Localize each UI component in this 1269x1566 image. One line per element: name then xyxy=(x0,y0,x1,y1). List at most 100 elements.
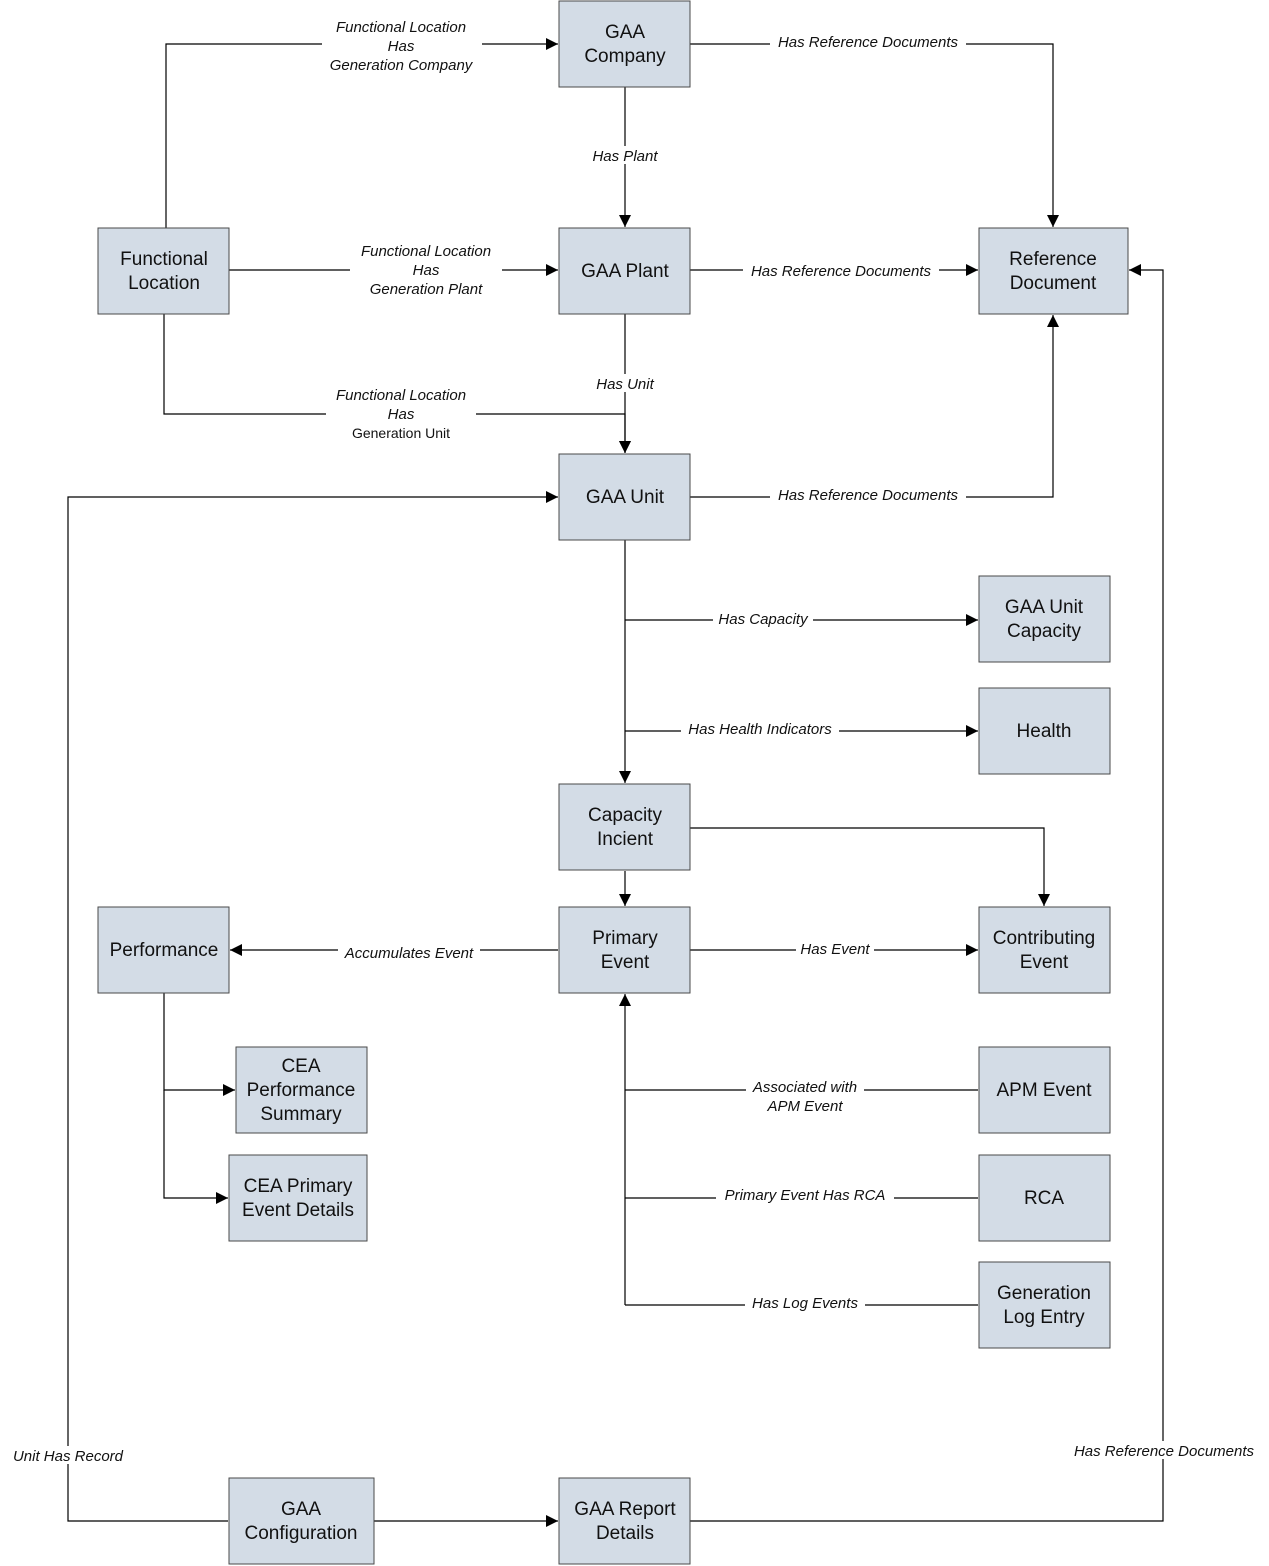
label-line: Has xyxy=(388,38,415,55)
node-gaa-configuration[interactable]: GAA Configuration xyxy=(228,1477,375,1565)
edge-primary-event-rca: Primary Event Has RCA xyxy=(625,1187,978,1205)
label-line: Unit Has Record xyxy=(13,1448,124,1465)
label-line: Primary Event Has RCA xyxy=(725,1187,886,1204)
label-line: Contributing xyxy=(993,928,1095,949)
label-line: RCA xyxy=(1024,1188,1064,1209)
label-line: Summary xyxy=(260,1104,342,1125)
label-line: GAA Unit xyxy=(586,487,665,508)
edge-plant-ref-docs: Has Reference Documents xyxy=(690,261,978,280)
edge-label-has-capacity: Has Capacity xyxy=(718,611,809,628)
edge-performance-to-details xyxy=(163,1090,228,1204)
label-line: Generation Plant xyxy=(370,281,483,298)
node-label-gaa-plant: GAA Plant xyxy=(581,261,669,282)
edge-label-has-log-events: Has Log Events xyxy=(752,1295,858,1312)
edge-has-log-events: Has Log Events xyxy=(625,1294,978,1312)
edge-performance-to-summary xyxy=(163,993,235,1096)
edge-unit-ref-docs: Has Reference Documents xyxy=(690,315,1059,504)
edge-report-ref-docs: Has Reference Documents xyxy=(690,264,1264,1522)
label-line: Event xyxy=(601,952,650,973)
label-line: Has Unit xyxy=(596,376,654,393)
label-line: Health xyxy=(1017,721,1072,742)
node-apm-event[interactable]: APM Event xyxy=(978,1046,1111,1134)
node-label-rca: RCA xyxy=(1024,1188,1064,1209)
node-label-gaa-unit: GAA Unit xyxy=(586,487,665,508)
label-line: Configuration xyxy=(244,1523,357,1544)
edge-has-capacity: Has Capacity xyxy=(625,611,978,629)
edge-has-unit: Has Unit xyxy=(590,314,660,453)
edge-label-has-event: Has Event xyxy=(800,941,870,958)
label-line: Event Details xyxy=(242,1200,354,1221)
label-line: Has Reference Documents xyxy=(778,34,959,51)
label-line: Performance xyxy=(247,1080,356,1101)
node-label-apm-event: APM Event xyxy=(996,1080,1092,1101)
label-line: CEA Primary xyxy=(244,1176,353,1197)
label-line: CEA xyxy=(281,1056,320,1077)
label-line: Details xyxy=(596,1523,654,1544)
edge-label-company-ref-docs: Has Reference Documents xyxy=(778,34,959,51)
label-line: Generation xyxy=(997,1283,1091,1304)
edge-capacity-to-contributing xyxy=(690,827,1050,906)
label-line: Associated with xyxy=(752,1079,857,1096)
label-line: Capacity xyxy=(588,805,662,826)
node-performance[interactable]: Performance xyxy=(97,906,230,994)
label-line: Company xyxy=(584,46,666,67)
label-line: Generation Unit xyxy=(352,425,450,441)
edge-label-accumulates-event: Accumulates Event xyxy=(344,945,474,962)
edge-label-has-health-indicators: Has Health Indicators xyxy=(688,721,832,738)
edge-label-primary-event-rca: Primary Event Has RCA xyxy=(725,1187,886,1204)
node-gaa-plant[interactable]: GAA Plant xyxy=(558,227,691,315)
label-line: Functional Location xyxy=(336,387,466,404)
label-line: Has xyxy=(388,406,415,423)
edge-accumulates-event: Accumulates Event xyxy=(230,943,558,962)
label-line: Capacity xyxy=(1007,621,1081,642)
node-label-gaa-configuration: GAA Configuration xyxy=(244,1499,357,1544)
label-line: Location xyxy=(128,273,200,294)
label-line: Has xyxy=(413,262,440,279)
label-line: Document xyxy=(1010,273,1097,294)
label-line: Functional Location xyxy=(336,19,466,36)
node-label-health: Health xyxy=(1017,721,1072,742)
label-line: Accumulates Event xyxy=(344,945,474,962)
node-health[interactable]: Health xyxy=(978,687,1111,775)
label-line: GAA xyxy=(281,1499,321,1520)
node-rca[interactable]: RCA xyxy=(978,1154,1111,1242)
edge-label-has-plant: Has Plant xyxy=(592,148,658,165)
label-line: Has Capacity xyxy=(718,611,809,628)
node-label-performance: Performance xyxy=(110,940,219,961)
label-line: Reference xyxy=(1009,249,1097,270)
label-line: GAA Plant xyxy=(581,261,669,282)
edge-label-unit-ref-docs: Has Reference Documents xyxy=(778,487,959,504)
node-gaa-unit[interactable]: GAA Unit xyxy=(558,453,691,541)
label-line: GAA Unit xyxy=(1005,597,1084,618)
label-line: Incient xyxy=(597,829,654,850)
edge-label-report-ref-docs: Has Reference Documents xyxy=(1074,1443,1255,1460)
label-line: Has Health Indicators xyxy=(688,721,832,738)
edge-label-plant-ref-docs: Has Reference Documents xyxy=(751,263,932,280)
edge-label-has-unit: Has Unit xyxy=(596,376,654,393)
edge-company-ref-docs: Has Reference Documents xyxy=(690,32,1059,227)
label-line: Functional xyxy=(120,249,208,270)
